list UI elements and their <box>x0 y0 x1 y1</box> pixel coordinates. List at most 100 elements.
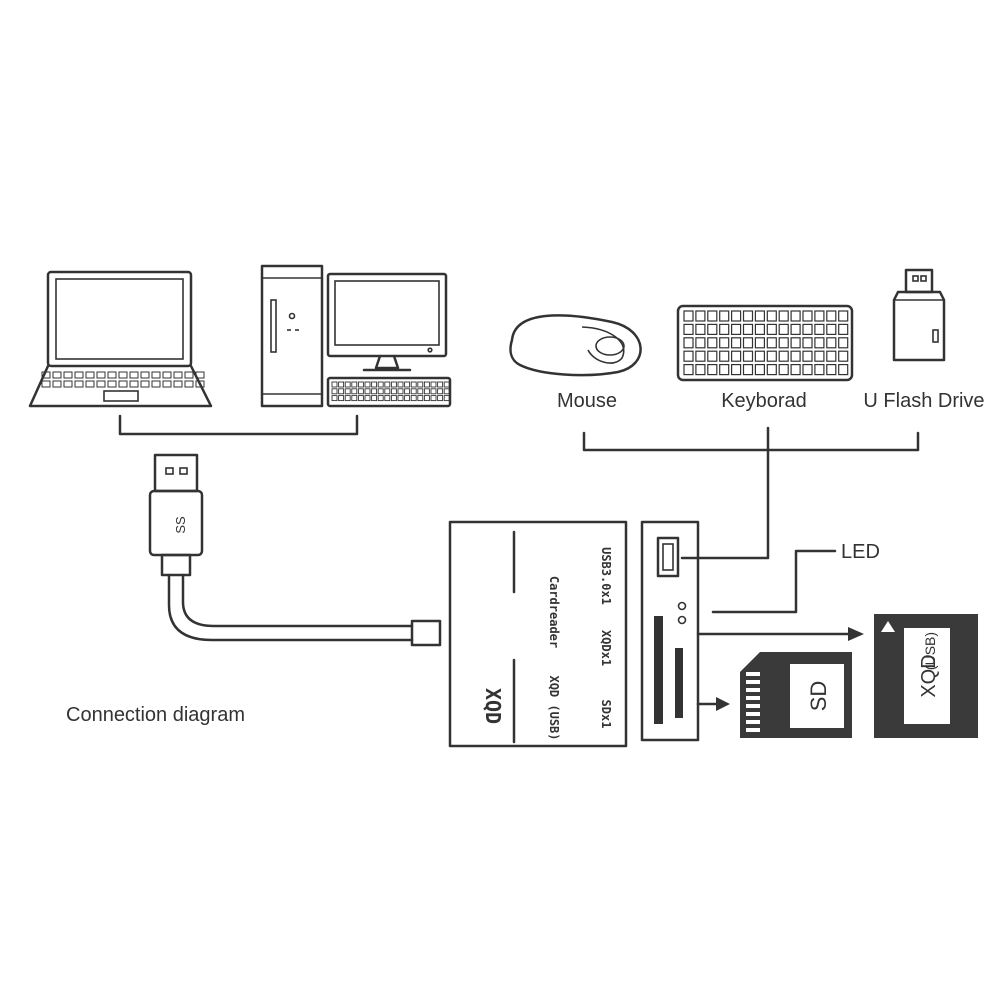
key <box>371 388 378 395</box>
key <box>173 371 183 379</box>
key <box>410 395 417 402</box>
key <box>778 310 789 322</box>
key <box>96 371 106 379</box>
key <box>695 364 706 376</box>
key <box>74 371 84 379</box>
key <box>85 380 95 388</box>
reader-xqd-port-text: XQDx1 <box>599 630 613 666</box>
key <box>754 364 766 376</box>
key <box>41 380 51 388</box>
key <box>719 337 730 349</box>
usb-cable <box>181 573 414 628</box>
key <box>151 380 161 388</box>
key <box>377 388 384 395</box>
key <box>364 395 371 402</box>
key <box>173 380 183 388</box>
key <box>683 350 694 362</box>
key <box>838 364 849 376</box>
key <box>814 364 825 376</box>
monitor-icon <box>326 272 448 372</box>
led-indicator <box>677 601 687 611</box>
key <box>766 337 777 349</box>
key <box>838 350 849 362</box>
key <box>404 388 411 395</box>
key <box>754 323 766 335</box>
reader-sd-port-text: SDx1 <box>599 700 613 729</box>
key <box>443 381 450 388</box>
key <box>351 395 358 402</box>
key <box>377 381 384 388</box>
key <box>443 395 450 402</box>
key <box>52 371 62 379</box>
key <box>437 381 444 388</box>
key <box>344 395 351 402</box>
cable-connector <box>410 619 442 647</box>
key <box>331 395 338 402</box>
sd-contact <box>746 728 760 732</box>
sd-arrow-head <box>716 697 730 711</box>
key <box>790 310 801 322</box>
key <box>397 381 404 388</box>
key <box>730 323 742 335</box>
keyboard-icon <box>676 304 854 382</box>
reader-brand-text: XQD <box>481 688 505 724</box>
key <box>404 395 411 402</box>
led-indicator <box>677 615 687 625</box>
key <box>162 380 172 388</box>
laptop-icon <box>28 270 213 408</box>
mouse-label: Mouse <box>557 390 617 412</box>
key <box>778 323 789 335</box>
key <box>430 395 437 402</box>
key <box>730 310 742 322</box>
key <box>790 323 801 335</box>
mouse-icon <box>509 314 642 377</box>
key <box>437 395 444 402</box>
key <box>695 323 706 335</box>
key <box>384 388 391 395</box>
key <box>377 395 384 402</box>
key <box>778 337 789 349</box>
key <box>384 381 391 388</box>
key <box>417 381 424 388</box>
key <box>410 388 417 395</box>
key <box>338 388 345 395</box>
key <box>107 380 117 388</box>
sd-contact <box>746 712 760 716</box>
key <box>397 395 404 402</box>
key <box>707 337 718 349</box>
usb-plug-icon: SS <box>148 453 204 577</box>
key <box>63 380 73 388</box>
reader-side-panel <box>640 520 700 742</box>
key <box>719 350 730 362</box>
key <box>766 310 777 322</box>
key <box>371 381 378 388</box>
key <box>683 364 694 376</box>
key <box>140 380 150 388</box>
sd-card-icon: SD <box>740 652 852 738</box>
key <box>140 371 150 379</box>
key <box>430 381 437 388</box>
key <box>96 380 106 388</box>
key <box>730 350 742 362</box>
key <box>118 371 128 379</box>
key <box>707 364 718 376</box>
key <box>802 337 813 349</box>
usb-port <box>656 536 680 578</box>
key <box>430 388 437 395</box>
key <box>151 371 161 379</box>
led-label: LED <box>841 541 880 563</box>
key <box>331 388 338 395</box>
key <box>766 350 777 362</box>
key <box>742 310 754 322</box>
key <box>184 380 194 388</box>
key <box>802 350 813 362</box>
key <box>338 395 345 402</box>
key <box>838 337 849 349</box>
key <box>838 310 849 322</box>
key <box>184 371 194 379</box>
key <box>85 371 95 379</box>
key <box>351 388 358 395</box>
key <box>410 381 417 388</box>
keyboard-label: Keyborad <box>721 390 807 412</box>
